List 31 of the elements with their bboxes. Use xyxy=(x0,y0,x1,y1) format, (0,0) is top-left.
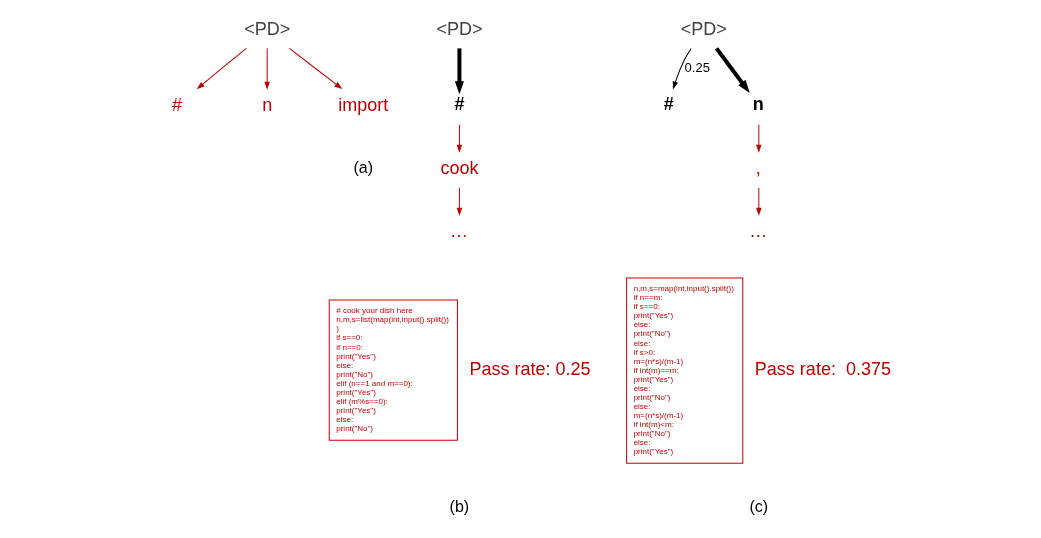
node-text: <PD> xyxy=(436,18,483,39)
node-box: n,m,s=map(int,input().split()) if n==m: if s==0: print("Yes") else: print("No") else: if s>0: m=(n*s)/(m-1) if int(m)==m: print("Yes") else: print("No") else: m=(n*s)/(m-1) if int(m)<m: print("No") else: print("Yes") xyxy=(626,277,744,464)
node-text: # xyxy=(454,93,465,114)
node-box: # cook your dish here n,m,s=list(map(int,input().split()) ) if s==0: if n==0: print("Yes") else: print("No") elif (n==1 and m==0): print("Yes") elif (m%s==0): print("Yes") else: print("No") xyxy=(328,299,458,441)
arrow xyxy=(714,47,750,94)
node-text: cook xyxy=(440,157,479,178)
node-text: # xyxy=(663,93,674,114)
arrow xyxy=(197,47,247,89)
node-text: # xyxy=(172,94,183,115)
node-text: , xyxy=(755,157,761,178)
arrow xyxy=(756,187,762,215)
arrow xyxy=(264,47,270,89)
node-text: … xyxy=(749,220,768,241)
node-text: import xyxy=(338,94,389,115)
label: (a) xyxy=(353,158,374,177)
arrow xyxy=(454,48,464,95)
arrow xyxy=(456,187,462,215)
arrow xyxy=(672,48,692,89)
node-text: n xyxy=(262,94,273,115)
arrow xyxy=(288,47,342,89)
arrow xyxy=(756,124,762,152)
node-text: … xyxy=(449,220,468,241)
node-text: <PD> xyxy=(680,18,727,39)
node-text: n xyxy=(752,93,764,114)
arrow xyxy=(456,124,462,152)
node-label: Pass rate: 0.25 xyxy=(469,358,591,379)
node-label: Pass rate: 0.375 xyxy=(754,359,892,380)
label: (b) xyxy=(449,496,470,515)
node-text: <PD> xyxy=(244,18,291,39)
edge-label: 0.25 xyxy=(684,59,710,75)
label: (c) xyxy=(749,496,769,515)
